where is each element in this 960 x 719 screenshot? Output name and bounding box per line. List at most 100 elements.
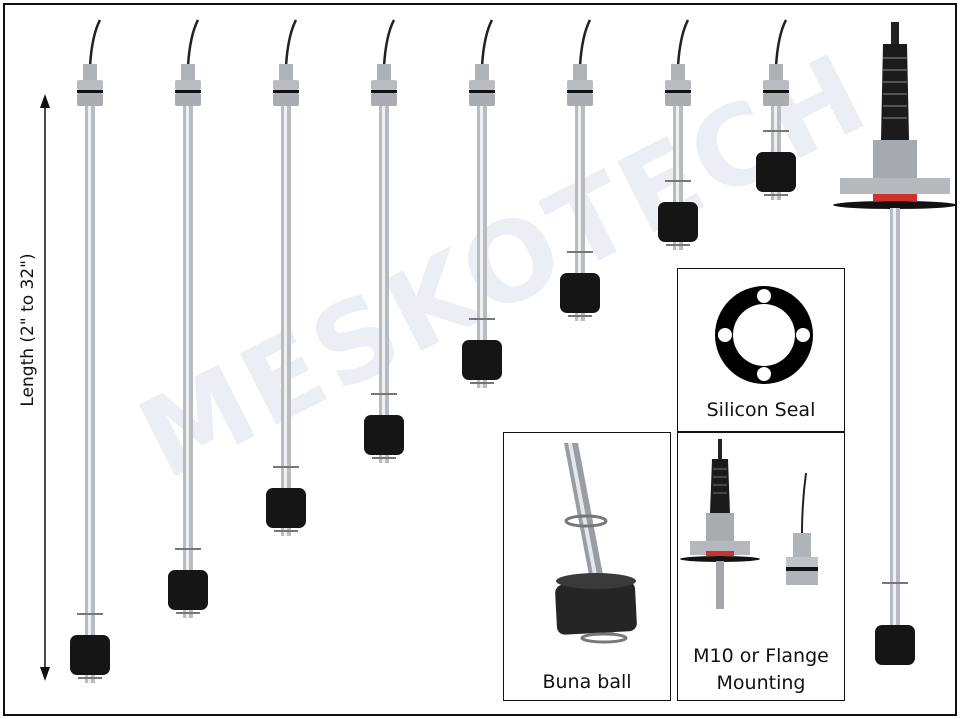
float-sensor [70,19,110,683]
silicon-seal-panel: Silicon Seal [677,268,845,432]
nut [469,80,495,90]
o-ring [567,90,593,93]
stop-clip [470,382,494,384]
cable [382,19,396,67]
stop-clip [78,677,102,679]
float-sensor [658,19,698,250]
stop-clip [665,180,691,182]
flange-sensor [833,22,957,665]
o-ring [175,90,201,93]
strain-relief [881,44,909,140]
thread [377,64,391,80]
seal [873,194,917,201]
nut [175,93,201,106]
cable [88,19,102,67]
o-ring [273,90,299,93]
float-sensor [756,19,796,200]
nut [763,93,789,106]
mounting-caption-line2: Mounting [716,672,806,694]
flange-plate [840,178,950,194]
rod-highlight [893,208,896,648]
arrow-down-icon [40,667,50,681]
o-ring [371,90,397,93]
nut [567,80,593,90]
arrow-up-icon [40,94,50,108]
rod-highlight [480,106,483,388]
stop-clip [371,393,397,395]
mounting-panel: M10 or Flange Mounting [677,432,845,701]
nut [77,93,103,106]
silicon-seal-icon [715,286,813,384]
stop-clip [175,548,201,550]
mounting-caption-line1: M10 or Flange [693,645,829,667]
thread [671,64,685,80]
rod-highlight [88,106,91,683]
buna-ball-float-icon [555,443,637,644]
float-sensor [266,19,306,536]
float-sensor [462,19,502,388]
thread [279,64,293,80]
stop-clip [567,251,593,253]
rod-highlight [578,106,581,321]
float-sensor [168,19,208,618]
cable [186,19,200,67]
stop-clip [273,466,299,468]
float [168,570,208,610]
nut [763,80,789,90]
cable [284,19,298,67]
rod-highlight [284,106,287,536]
mounting-options-icon [680,439,818,609]
cable [578,19,592,67]
thread [181,64,195,80]
stop-clip [176,612,200,614]
thread [83,64,97,80]
image-border [3,3,957,716]
float [70,635,110,675]
nut [175,80,201,90]
nut [273,93,299,106]
float [560,273,600,313]
rod-highlight [382,106,385,463]
flange-body [873,140,917,180]
gasket [833,201,957,209]
o-ring [77,90,103,93]
float [462,340,502,380]
nut [371,93,397,106]
nut [665,93,691,106]
thread [573,64,587,80]
stop-clip [274,530,298,532]
rod-highlight [676,106,679,250]
o-ring [469,90,495,93]
cable [774,19,788,67]
silicon-seal-caption: Silicon Seal [706,399,816,421]
rod-highlight [186,106,189,618]
float [658,202,698,242]
thread [475,64,489,80]
float-sensor [364,19,404,463]
stop-clip [469,318,495,320]
nut [665,80,691,90]
thread [769,64,783,80]
o-ring [763,90,789,93]
stop-clip [882,582,908,584]
nut [371,80,397,90]
buna-ball-panel: Buna ball [503,432,671,701]
cable [480,19,494,67]
float [266,488,306,528]
nut [273,80,299,90]
nut [469,93,495,106]
float [875,625,915,665]
cable [891,22,899,44]
stop-clip [568,315,592,317]
stop-clip [666,244,690,246]
buna-ball-caption: Buna ball [542,671,632,693]
stop-clip [764,194,788,196]
float-sensor [560,19,600,321]
float [756,152,796,192]
float [364,415,404,455]
o-ring [665,90,691,93]
stop-clip [372,457,396,459]
nut [567,93,593,106]
